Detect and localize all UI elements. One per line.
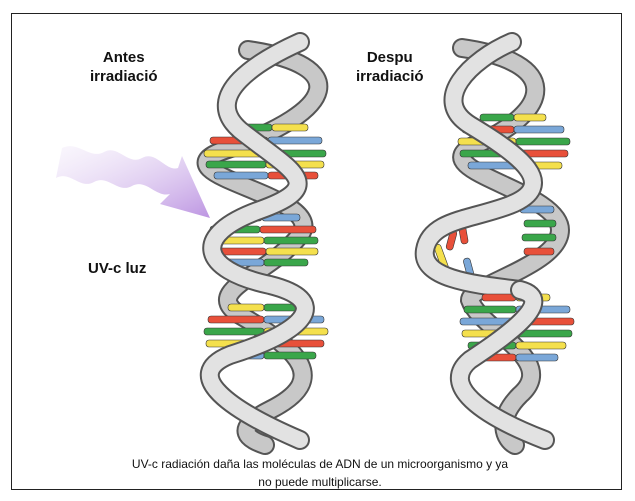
after-label-line1: Despu <box>366 49 413 66</box>
before-label-line1: Antes <box>102 49 145 66</box>
dna-helix-before-icon <box>196 32 329 455</box>
before-label-line2: irradiació <box>90 68 158 85</box>
uv-light-arrow-icon <box>56 146 210 218</box>
caption-line2: no puede multiplicarse. <box>258 475 382 489</box>
figure-caption: UV-c radiación daña las moléculas de ADN… <box>60 455 580 491</box>
after-irradiation-label: Despu irradiació <box>356 48 424 86</box>
before-irradiation-label: Antes irradiació <box>90 48 158 86</box>
after-label-line2: irradiació <box>356 68 424 85</box>
caption-line1: UV-c radiación daña las moléculas de ADN… <box>131 457 509 471</box>
uvc-light-label: UV-c luz <box>88 260 147 277</box>
dna-helix-after-icon <box>414 32 575 455</box>
